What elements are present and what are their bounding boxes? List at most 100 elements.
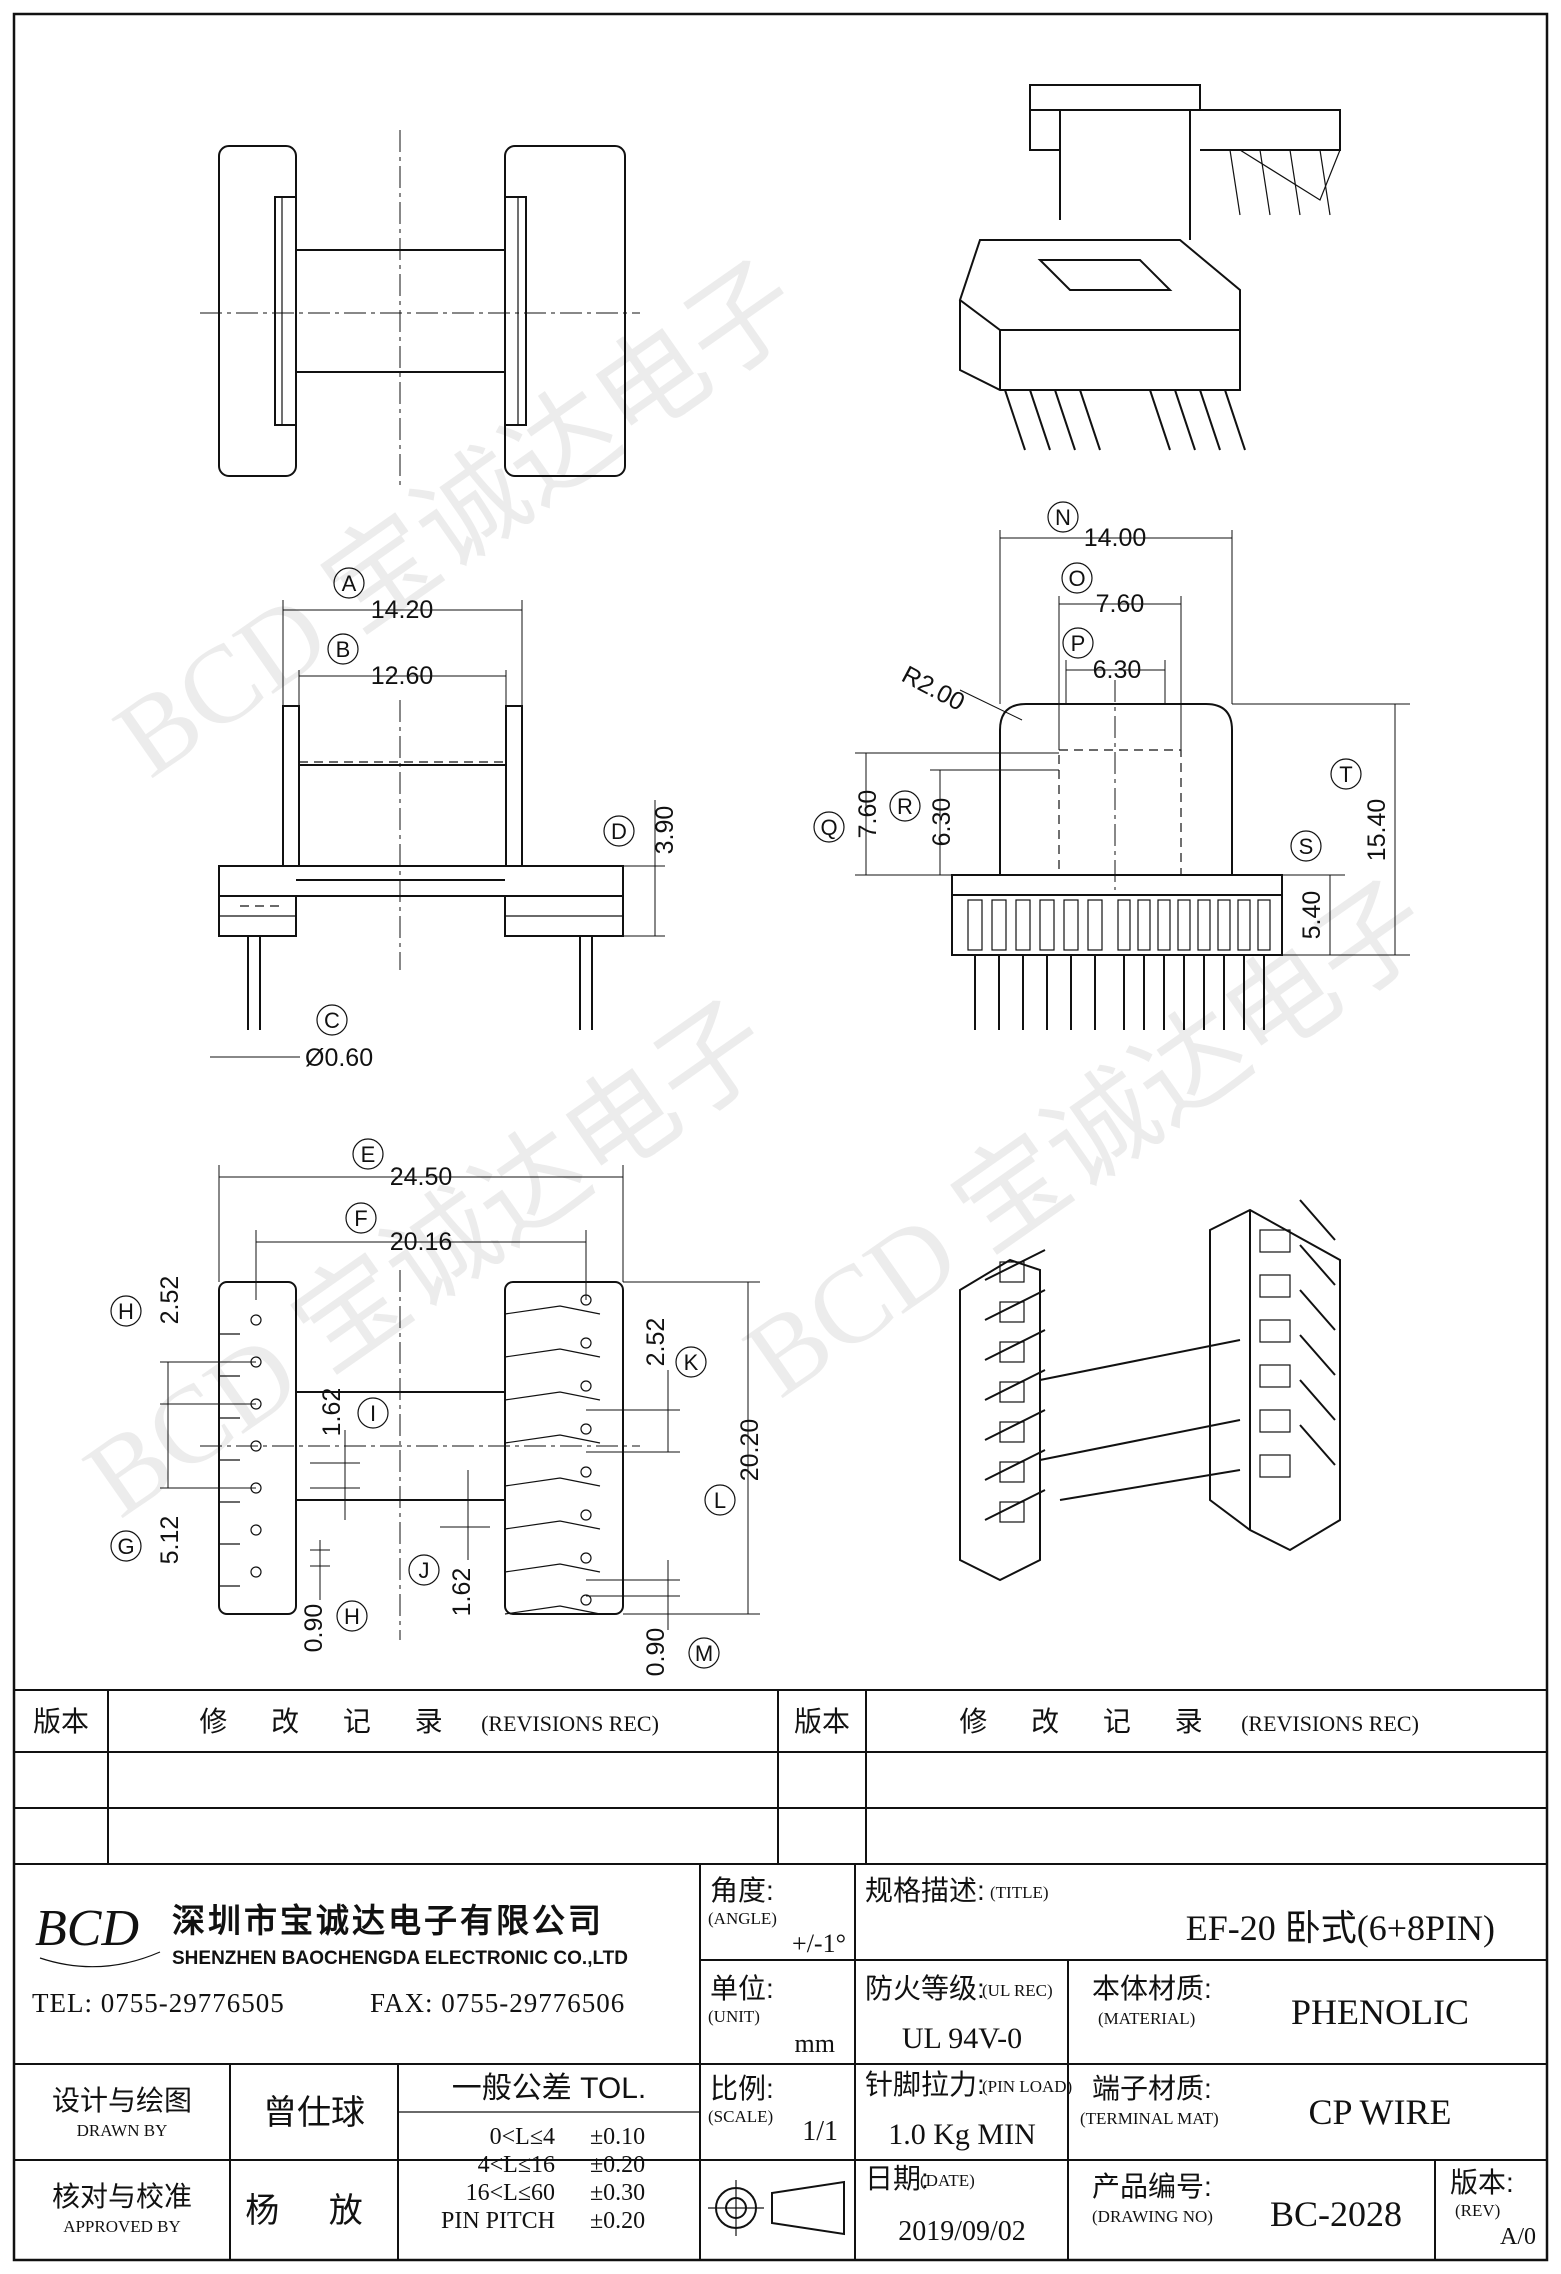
- svg-text:E: E: [361, 1142, 376, 1167]
- company-tel: TEL: 0755-29776505: [32, 1988, 285, 2018]
- pin-post: [1137, 899, 1151, 951]
- rev-label: 版本:: [1450, 2167, 1514, 2198]
- watermark: BCD 宝诚达电子 BCD 宝诚达电子 BCD 宝诚达电子: [64, 239, 1452, 1540]
- svg-text:D: D: [611, 819, 627, 844]
- iso-pin-left: [984, 1369, 1046, 1401]
- letter-b: B: [327, 633, 359, 665]
- top-view: [200, 130, 640, 490]
- pin-post: [1015, 899, 1031, 951]
- dim-p: 6.30: [1093, 656, 1142, 684]
- dim-l: 20.20: [736, 1419, 764, 1482]
- svg-text:L: L: [714, 1488, 726, 1513]
- rev-ver-label-right: 版本: [794, 1706, 850, 1737]
- svg-text:S: S: [1299, 834, 1314, 859]
- pinload-en: (PIN LOAD): [982, 2077, 1072, 2096]
- title-en: (TITLE): [990, 1883, 1049, 1902]
- iso-pin-left: [984, 1329, 1046, 1361]
- rev-rec-label-left: 修 改 记 录: [199, 1706, 460, 1737]
- unit-label: 单位:: [710, 1973, 774, 2004]
- front-view: [210, 600, 665, 1058]
- angle-value: +/-1°: [792, 1929, 846, 1958]
- pin-post: [1039, 899, 1055, 951]
- letter-k: K: [675, 1346, 707, 1378]
- slot-line: [504, 1563, 601, 1573]
- iso-pin-right: [1299, 1199, 1336, 1241]
- iso-pin: [1224, 389, 1246, 451]
- bottom-view: [160, 1165, 760, 1640]
- letter-r: R: [889, 790, 921, 822]
- pin-hole: [250, 1440, 262, 1452]
- rev-en: (REV): [1455, 2201, 1500, 2220]
- letter-d: D: [603, 815, 635, 847]
- dim-s: 5.40: [1298, 891, 1326, 940]
- dim-f: 20.16: [390, 1228, 453, 1256]
- iso-pin-left: [984, 1489, 1046, 1521]
- pin-post: [967, 899, 983, 951]
- angle-en: (ANGLE): [708, 1909, 777, 1928]
- slot-line: [504, 1305, 601, 1315]
- iso-view-top: [958, 84, 1341, 451]
- pin-post: [1087, 899, 1103, 951]
- dim-d: 3.90: [651, 806, 679, 855]
- letter-m: M: [688, 1637, 720, 1669]
- pin-post: [1063, 899, 1079, 951]
- letter-s: S: [1290, 830, 1322, 862]
- dim-c: Ø0.60: [305, 1044, 373, 1072]
- drawing-no-label: 产品编号:: [1092, 2171, 1212, 2202]
- tol-range-0: 0<L≤4: [490, 2124, 555, 2150]
- iso-pin-left: [984, 1249, 1046, 1281]
- tol-val-1: ±0.20: [590, 2152, 645, 2178]
- pin-hole: [580, 1509, 592, 1521]
- iso-pin: [1079, 389, 1101, 451]
- drawing-no-value: BC-2028: [1270, 2194, 1402, 2234]
- rev-value: A/0: [1500, 2224, 1536, 2250]
- pinload-label: 针脚拉力:: [865, 2069, 985, 2100]
- svg-text:O: O: [1068, 566, 1085, 591]
- title-value: EF-20 卧式(6+8PIN): [1186, 1908, 1495, 1948]
- dim-q: 7.60: [854, 790, 882, 839]
- terminal-value: CP WIRE: [1308, 2092, 1451, 2132]
- title-block-grid: [13, 1863, 1548, 2261]
- slot-line: [504, 1520, 601, 1530]
- date-label: 日期:: [865, 2163, 929, 2194]
- pin-hole: [580, 1594, 592, 1606]
- svg-text:Q: Q: [820, 815, 837, 840]
- drawn-label: 设计与绘图: [52, 2085, 192, 2116]
- date-en: (DATE): [920, 2171, 975, 2190]
- iso-pin-block: [999, 1261, 1025, 1283]
- tol-val-3: ±0.20: [590, 2208, 645, 2234]
- iso-view-bottom: [959, 1199, 1341, 1582]
- svg-text:H: H: [118, 1299, 134, 1324]
- iso-pin-block: [999, 1341, 1025, 1363]
- svg-text:T: T: [1339, 762, 1352, 787]
- dim-m: 0.90: [642, 1628, 670, 1677]
- scale-en: (SCALE): [708, 2107, 773, 2126]
- iso-pin-back: [1289, 149, 1301, 216]
- iso-pin-block: [999, 1461, 1025, 1483]
- dim-o: 7.60: [1096, 590, 1145, 618]
- dim-g: 5.12: [156, 1516, 184, 1565]
- dim-a: 14.20: [371, 596, 434, 624]
- letter-i: I: [357, 1397, 389, 1429]
- svg-text:F: F: [354, 1206, 367, 1231]
- dim-h-top: 2.52: [156, 1276, 184, 1325]
- pin-hole: [580, 1552, 592, 1564]
- iso-pin-block: [1259, 1454, 1291, 1478]
- drawn-en: DRAWN BY: [77, 2121, 168, 2140]
- company-fax: FAX: 0755-29776506: [370, 1988, 625, 2018]
- letter-c: C: [316, 1004, 348, 1036]
- material-label: 本体材质:: [1092, 1973, 1212, 2004]
- letter-p: P: [1062, 627, 1094, 659]
- approved-en: APPROVED BY: [63, 2217, 181, 2236]
- slot-line: [504, 1348, 601, 1358]
- dim-j: 1.62: [448, 1568, 476, 1617]
- pin-hole: [250, 1566, 262, 1578]
- iso-pin-block: [999, 1421, 1025, 1443]
- tol-rows: 0<L≤4 ±0.10 4<L≤16 ±0.20 16<L≤60 ±0.30 P…: [441, 2124, 645, 2234]
- approved-label: 核对与校准: [52, 2181, 192, 2212]
- ul-label: 防火等级:: [865, 1973, 985, 2004]
- pin-post: [991, 899, 1007, 951]
- letter-e: E: [352, 1138, 384, 1170]
- bottom-pins: [219, 1294, 601, 1615]
- terminal-en: (TERMINAL MAT): [1080, 2109, 1219, 2128]
